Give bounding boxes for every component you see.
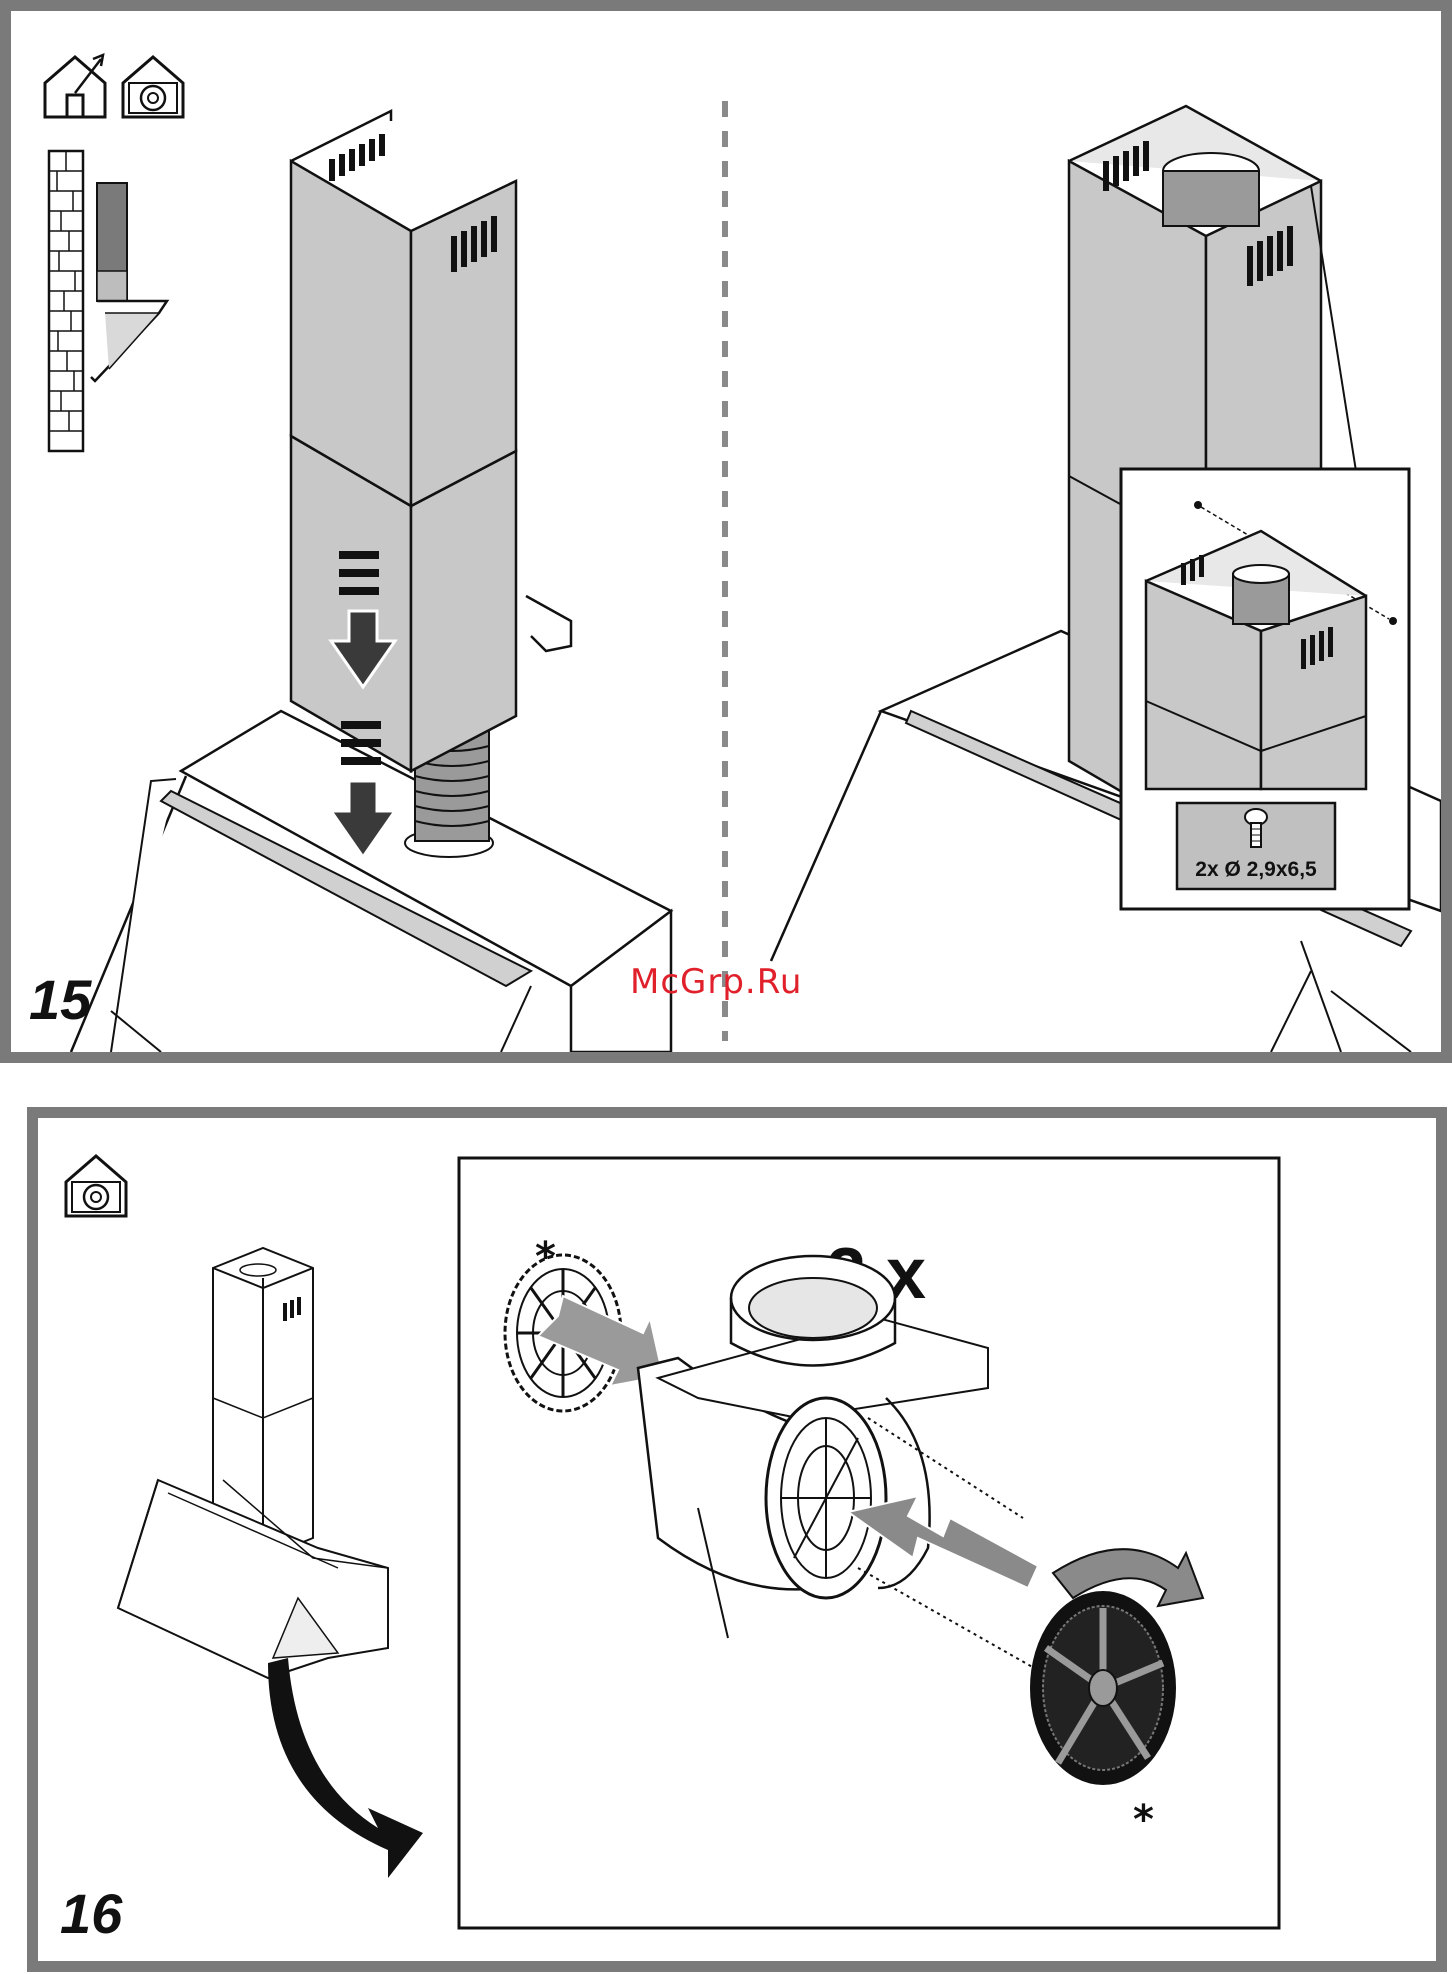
curved-arrow-icon [268, 1658, 423, 1878]
house-ducted-icon [45, 55, 105, 117]
step-number: 15 [29, 967, 91, 1032]
step-15-illustration: 2x Ø 2,9x6,5 [11, 11, 1441, 1052]
house-recirculation-icon [123, 57, 183, 117]
step-16-panel: 2 x * [27, 1107, 1447, 1972]
house-recirculation-icon [66, 1156, 126, 1216]
asterisk-note-top: * [535, 1234, 556, 1280]
asterisk-note-bottom: * [1133, 1797, 1154, 1843]
wall-mounted-hood-icon [49, 151, 167, 451]
screw-spec-label: 2x Ø 2,9x6,5 [1195, 858, 1317, 881]
watermark: McGrp.Ru [630, 962, 802, 1002]
step-15-panel: 2x Ø 2,9x6,5 15 [0, 0, 1452, 1063]
carbon-filter-right [1031, 1592, 1175, 1784]
step-number: 16 [60, 1881, 122, 1946]
hood-overview [118, 1248, 388, 1678]
screw-detail-inset: 2x Ø 2,9x6,5 [1121, 469, 1409, 909]
step-16-illustration: 2 x * [38, 1118, 1436, 1961]
